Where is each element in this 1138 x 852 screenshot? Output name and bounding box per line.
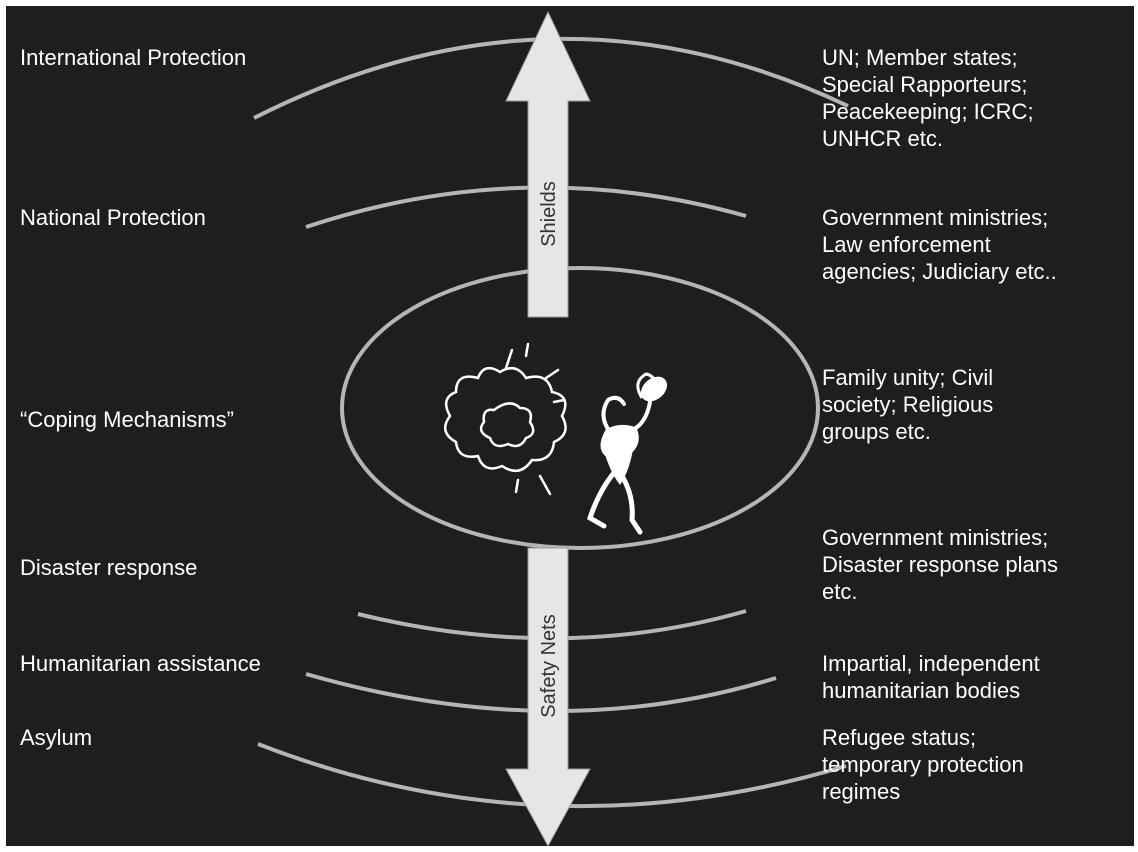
safety-nets-arrow-shape [505,547,591,846]
actors-disaster-response: Government ministries; Disaster response… [822,525,1059,604]
coping-mechanisms-ellipse [340,266,820,550]
label-coping-mechanisms: “Coping Mechanisms” [20,407,234,432]
stress-cloud-icon [443,342,567,496]
actors-national-protection: Government ministries; Law enforcement a… [822,205,1057,284]
shields-arrow: Shields [505,10,591,318]
protection-diagram: Shields Safety Nets [253,10,849,846]
person-figure-icon [586,372,668,535]
diagram-slide: Shields Safety Nets [6,6,1134,846]
shields-arrow-shape [505,10,591,318]
shields-label: Shields [538,181,560,247]
actors-asylum: Refugee status; temporary protection reg… [822,725,1024,804]
label-international-protection: International Protection [20,45,247,70]
safety-nets-label: Safety Nets [538,614,560,717]
label-humanitarian-assistance: Humanitarian assistance [20,651,261,676]
actors-coping-mechanisms: Family unity; Civil society; Religious g… [822,365,994,444]
stressed-person-figure [443,342,668,535]
actors-humanitarian-assistance: Impartial, independent humanitarian bodi… [822,651,1040,703]
label-disaster-response: Disaster response [20,555,198,580]
label-national-protection: National Protection [20,205,206,230]
safety-nets-arrow: Safety Nets [505,547,591,846]
national-protection-arc [305,185,747,229]
label-asylum: Asylum [20,725,93,750]
actors-international-protection: UN; Member states; Special Rapporteurs; … [822,45,1034,151]
